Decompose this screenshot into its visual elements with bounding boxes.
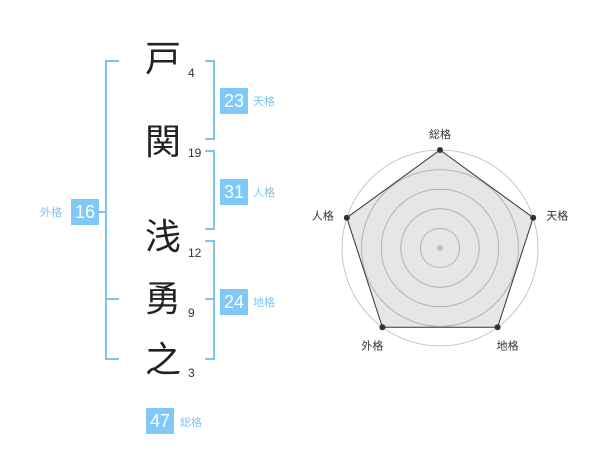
- tenkaku-value: 23: [220, 88, 248, 114]
- radar-inner-ring: [361, 169, 519, 327]
- radar-point: [530, 214, 537, 221]
- stroke-count-3: 12: [188, 246, 202, 260]
- chikaku-bracket-bottom: [205, 358, 215, 360]
- radar-point: [343, 214, 350, 221]
- gaikaku-bracket-line: [105, 60, 107, 360]
- name-char-2: 関: [144, 122, 181, 163]
- radar-center: [437, 245, 443, 251]
- radar-inner-ring: [400, 208, 480, 288]
- gaikaku-bracket-bottom: [105, 358, 119, 360]
- tenkaku-label: 天格: [253, 95, 275, 108]
- radar-axis-label: 人格: [312, 209, 334, 223]
- radar-inner-ring: [380, 188, 500, 308]
- jinkaku-bracket-top: [205, 150, 215, 152]
- soukaku-value: 47: [146, 408, 174, 434]
- name-char-3: 浅: [144, 217, 181, 258]
- radar-point: [379, 324, 386, 331]
- name-char-5: 之: [144, 340, 181, 381]
- radar-inner-ring: [420, 228, 461, 269]
- stroke-count-1: 4: [188, 66, 195, 80]
- radar-axis-label: 地格: [497, 338, 519, 352]
- radar-point: [494, 324, 501, 331]
- radar-axis-label: 天格: [546, 209, 568, 223]
- radar-axis-label: 外格: [361, 338, 383, 352]
- tenkaku-bracket-line: [213, 60, 215, 140]
- jinkaku-bracket-line: [213, 150, 215, 230]
- gaikaku-bracket-mid: [105, 298, 119, 300]
- gaikaku-bracket-top: [105, 60, 119, 62]
- jinkaku-value: 31: [220, 179, 248, 205]
- gaikaku-value: 16: [71, 199, 99, 225]
- name-char-4: 勇: [144, 279, 181, 320]
- name-char-1: 戸: [144, 39, 181, 80]
- stroke-count-5: 3: [188, 366, 195, 380]
- radar-polygon: [346, 149, 534, 328]
- chikaku-value: 24: [220, 289, 248, 315]
- chikaku-label: 地格: [253, 296, 275, 309]
- tenkaku-bracket-bottom: [205, 138, 215, 140]
- stroke-count-4: 9: [188, 306, 195, 320]
- jinkaku-bracket-bottom: [205, 228, 215, 230]
- soukaku-label: 総格: [180, 416, 202, 429]
- radar-axis-label: 総格: [429, 127, 451, 141]
- gaikaku-label: 外格: [40, 206, 62, 219]
- gaikaku-bracket-tick: [98, 211, 106, 213]
- chikaku-bracket-top: [205, 240, 215, 242]
- tenkaku-bracket-top: [205, 60, 215, 62]
- radar-points: [343, 147, 537, 331]
- stroke-count-2: 19: [188, 146, 202, 160]
- radar-point: [437, 147, 443, 153]
- chikaku-bracket-mid: [205, 298, 215, 300]
- jinkaku-label: 人格: [253, 186, 275, 199]
- chikaku-bracket-line: [213, 240, 215, 360]
